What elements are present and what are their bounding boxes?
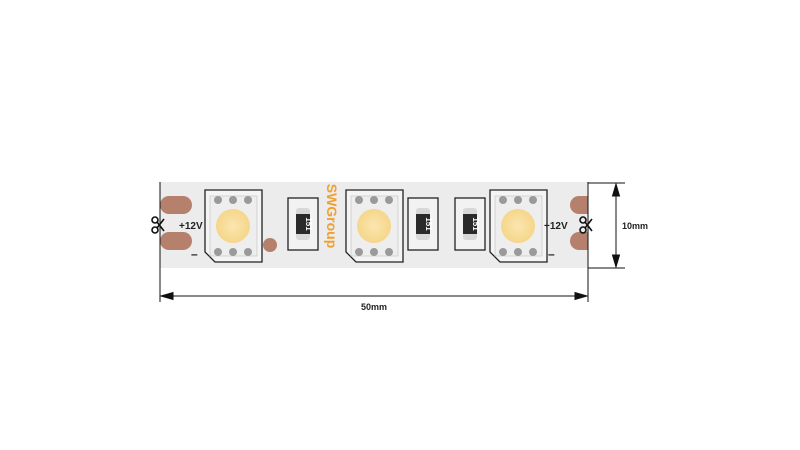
brand-logo: SWGroup bbox=[324, 184, 340, 249]
led-chip-2 bbox=[345, 189, 404, 263]
right-minus-label: – bbox=[548, 247, 555, 261]
svg-text:151: 151 bbox=[304, 217, 313, 231]
width-label: 10mm bbox=[622, 221, 648, 231]
left-plus-label: +12V bbox=[179, 221, 203, 232]
left-minus-label: – bbox=[191, 247, 198, 261]
right-plus-label: +12V bbox=[544, 221, 568, 232]
resistor-3: 151 bbox=[454, 197, 486, 251]
led-chip-1 bbox=[204, 189, 263, 263]
resistor-2: 151 bbox=[407, 197, 439, 251]
length-label: 50mm bbox=[361, 302, 387, 312]
svg-text:151: 151 bbox=[471, 217, 480, 231]
led-chip-3 bbox=[489, 189, 548, 263]
resistor-1: 151 bbox=[287, 197, 319, 251]
solder-pads-left bbox=[160, 196, 192, 250]
solder-dot bbox=[263, 238, 277, 252]
width-dimension bbox=[588, 182, 625, 269]
length-dimension bbox=[159, 182, 589, 302]
svg-text:151: 151 bbox=[424, 217, 433, 231]
